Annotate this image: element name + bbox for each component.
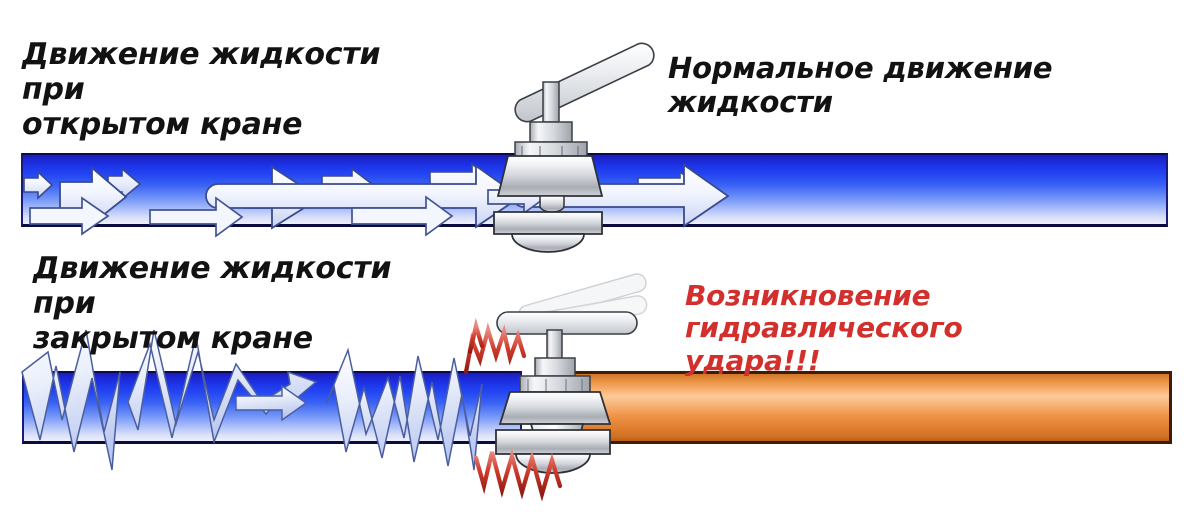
- handle-motion-ghost-icon: [515, 273, 648, 335]
- lower-pipe-blue-upstream: [22, 371, 522, 444]
- label-normal-flow: Нормальное движение жидкости: [668, 51, 1053, 119]
- upper-pipe-blue: [21, 153, 1168, 227]
- label-closed-valve-flow: Движение жидкости при закрытом кране: [33, 251, 392, 356]
- label-water-hammer: Возникновение гидравлического удара!!!: [685, 279, 963, 377]
- shock-squiggle-icon: [463, 317, 527, 375]
- shock-squiggle-bottom-icon: [473, 448, 563, 502]
- lower-pipe-orange-downstream: [560, 371, 1172, 444]
- label-open-valve-flow: Движение жидкости при открытом кране: [22, 37, 381, 142]
